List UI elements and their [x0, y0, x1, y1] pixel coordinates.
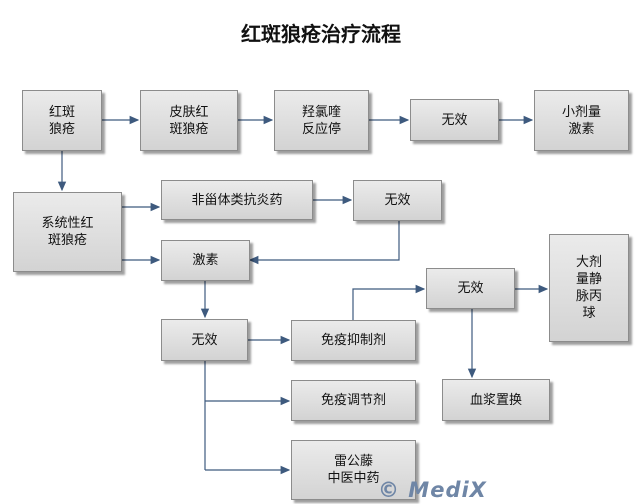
node-ineffective-2: 无效: [353, 180, 442, 221]
node-sle: 红斑 狼疮: [22, 90, 102, 151]
node-nsaid: 非甾体类抗炎药: [161, 180, 313, 220]
node-plasmapheresis: 血浆置换: [442, 379, 550, 421]
arrow-immunosuppressant-to-ineffective: [352, 284, 426, 320]
node-steroid: 激素: [161, 240, 250, 281]
node-ineffective-4: 无效: [426, 268, 515, 309]
node-ineffective-3: 无效: [161, 319, 248, 361]
page-title: 红斑狼疮治疗流程: [241, 22, 401, 46]
node-low-dose-steroid: 小剂量 激素: [534, 90, 629, 151]
node-immunosuppressant: 免疫抑制剂: [291, 320, 416, 361]
node-tripterygium-tcm: 雷公藤 中医中药: [291, 440, 416, 500]
node-cutaneous-lupus: 皮肤红 斑狼疮: [140, 90, 238, 151]
medix-watermark: © MediX: [378, 478, 487, 502]
node-high-dose-ivig: 大剂 量静 脉丙 球: [549, 234, 629, 342]
arrow-ineffective-to-steroid: [248, 221, 400, 265]
node-ineffective-1: 无效: [410, 99, 499, 141]
arrow-to-immunomodulator: [204, 361, 289, 470]
node-immunomodulator: 免疫调节剂: [291, 380, 416, 421]
node-hydroxychloroquine-thalidomide: 羟氯喹 反应停: [274, 90, 369, 151]
node-systemic-lupus: 系统性红 斑狼疮: [13, 192, 122, 272]
